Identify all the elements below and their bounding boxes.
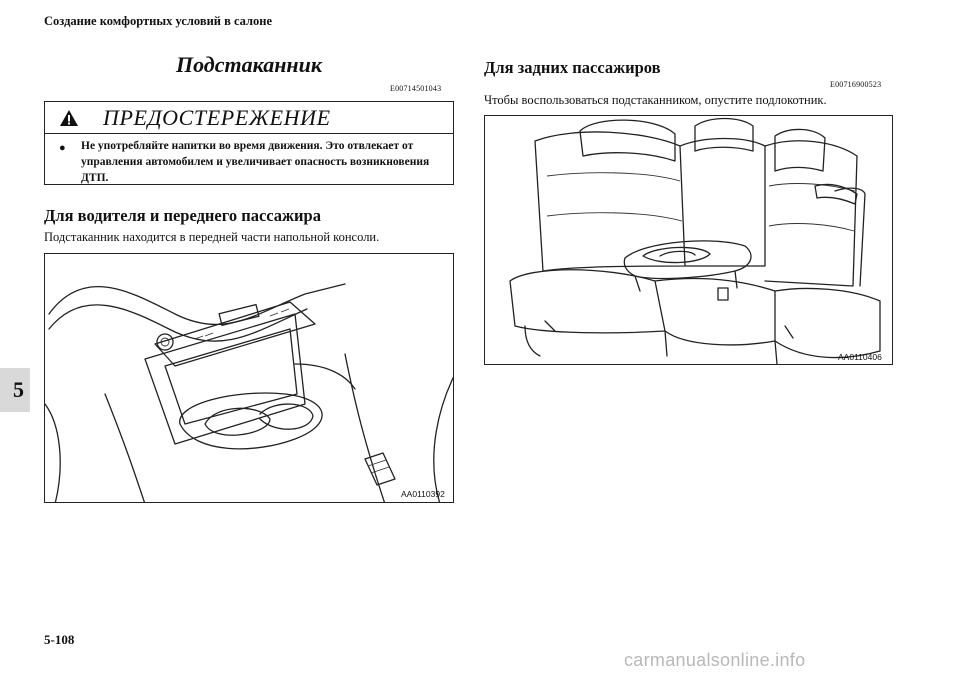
front-text: Подстаканник находится в передней части …: [44, 230, 380, 244]
rear-armrest-figure: AA0110406: [484, 115, 893, 365]
rear-heading: Для задних пассажиров: [484, 58, 661, 77]
running-header: Создание комфортных условий в салоне: [44, 14, 273, 28]
figure-label: AA0110406: [838, 352, 882, 362]
rear-section-code: E00716900523: [830, 80, 882, 89]
rear-text: Чтобы воспользоваться подстаканником, оп…: [484, 93, 827, 107]
chapter-tab: 5: [0, 368, 30, 412]
figure-label: AA0110392: [401, 489, 445, 499]
watermark: carmanualsonline.info: [624, 650, 806, 670]
rear-seat-illustration: [509, 117, 881, 364]
front-cupholder-figure: AA0110392: [44, 253, 454, 503]
warning-header: ПРЕДОСТЕРЕЖЕНИЕ: [45, 102, 453, 134]
page-number: 5-108: [44, 632, 75, 647]
front-heading: Для водителя и переднего пассажира: [44, 206, 321, 225]
warning-text: Не употребляйте напитки во время движени…: [81, 140, 430, 184]
warning-title: ПРЕДОСТЕРЕЖЕНИЕ: [103, 105, 331, 130]
warning-box: ПРЕДОСТЕРЕЖЕНИЕ ● Не употребляйте напитк…: [44, 101, 454, 185]
section-code: E00714501043: [390, 84, 442, 93]
bullet: ●: [59, 142, 66, 154]
warning-triangle-icon: [60, 110, 78, 126]
section-title: Подстаканник: [175, 52, 323, 77]
console-illustration: [45, 283, 453, 502]
